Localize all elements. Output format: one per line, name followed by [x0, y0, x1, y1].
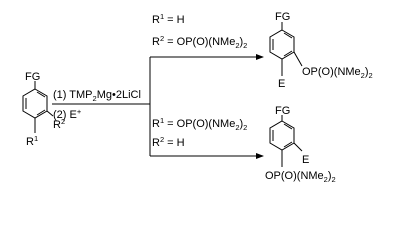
- product-bottom-substituent-label: OP(O)(NMe2)2: [265, 170, 336, 184]
- bottom-cond-r1: R1 = OP(O)(NMe2)2: [152, 116, 247, 132]
- top-cond-r2: R2 = OP(O)(NMe2)2: [152, 34, 247, 50]
- ring-inner-bond: [36, 109, 46, 116]
- product-bottom: FG E OP(O)(NMe2)2: [265, 105, 336, 184]
- reagents: (1) TMP2Mg•2LiCl (2) E+: [53, 89, 141, 121]
- reagent-step2: (2) E+: [53, 107, 82, 121]
- bond-substituent: [293, 51, 303, 67]
- starting-material: FG R2 R1: [22, 71, 65, 148]
- ring-inner-bond: [36, 91, 46, 98]
- product-top-e-label: E: [278, 78, 285, 90]
- bottom-conditions: R1 = OP(O)(NMe2)2 R2 = H: [152, 116, 247, 149]
- product-bottom-e-label: E: [302, 154, 309, 166]
- product-top-fg-label: FG: [275, 11, 290, 23]
- start-fg-label: FG: [25, 71, 40, 83]
- top-cond-r1: R1 = H: [152, 12, 185, 26]
- start-r2-label: R2: [53, 117, 65, 131]
- product-top-substituent-label: OP(O)(NMe2)2: [302, 66, 373, 80]
- reagent-step1: (1) TMP2Mg•2LiCl: [53, 89, 141, 103]
- start-r1-label: R1: [26, 134, 38, 148]
- benzene-ring: [269, 120, 295, 151]
- ring-inner-bond: [283, 141, 293, 148]
- benzene-ring: [269, 29, 295, 60]
- benzene-ring: [22, 88, 48, 119]
- product-bottom-fg-label: FG: [275, 105, 290, 117]
- top-conditions: R1 = H R2 = OP(O)(NMe2)2: [152, 12, 247, 50]
- ring-inner-bond: [283, 123, 293, 130]
- ring-inner-bond: [283, 50, 293, 57]
- bottom-cond-r2: R2 = H: [152, 135, 185, 149]
- reaction-arrows: [52, 54, 264, 159]
- ring-inner-bond: [283, 32, 293, 39]
- bond-r2: [46, 110, 54, 117]
- bond-e: [293, 142, 303, 152]
- product-top: FG OP(O)(NMe2)2 E: [269, 11, 373, 90]
- reaction-scheme: FG R2 R1 (1) TMP2Mg•2LiCl (2) E+ R1 = H …: [22, 11, 373, 184]
